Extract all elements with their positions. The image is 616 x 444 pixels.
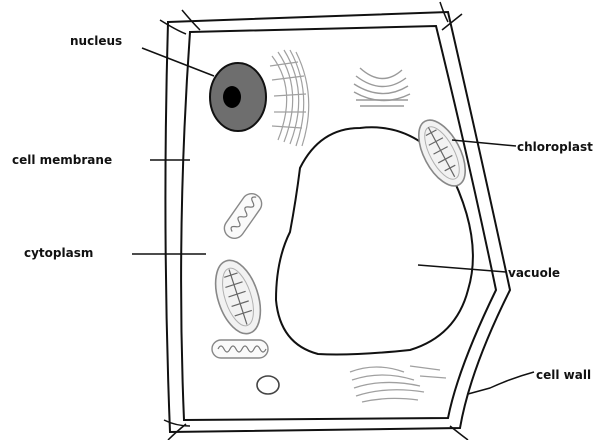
label-cytoplasm: cytoplasm [24,246,93,260]
label-chloroplast: chloroplast [517,140,593,154]
mitochondrion-upper [220,190,265,242]
label-vacuole: vacuole [508,266,560,280]
nucleolus [223,86,241,108]
mitochondrion-lower [212,340,268,358]
label-cell-wall: cell wall [536,368,591,382]
leader-chloroplast [452,140,516,146]
label-cell-membrane: cell membrane [12,153,112,167]
label-nucleus: nucleus [70,34,122,48]
golgi-apparatus-bottom [350,366,446,402]
golgi-apparatus-top [354,68,410,106]
leader-nucleus [142,48,214,76]
endoplasmic-reticulum [270,50,309,146]
vesicle [257,376,279,394]
leader-cell-wall [468,372,534,394]
chloroplast-left [207,255,269,340]
